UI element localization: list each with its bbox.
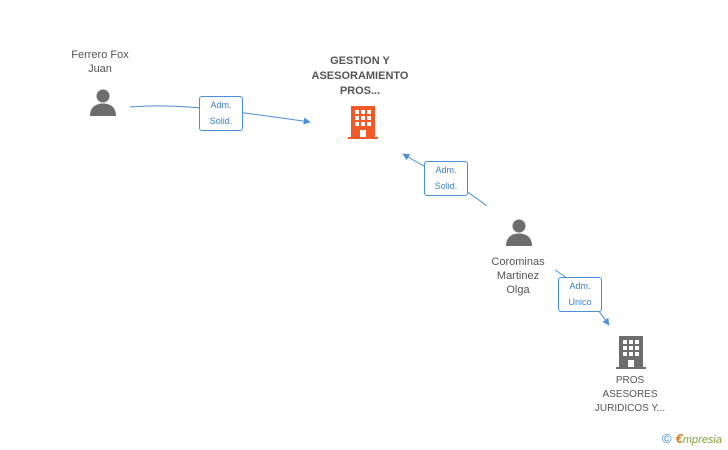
node-label-corominas: Corominas Martinez Olga	[491, 256, 545, 296]
edge-ferrero-to-gestion	[129, 105, 311, 125]
node-label-pros: PROS ASESORES JURIDICOS Y...	[594, 375, 666, 414]
copyright-symbol: ©	[662, 431, 672, 446]
person-icon[interactable]	[504, 217, 534, 247]
building-icon[interactable]	[614, 334, 648, 370]
edge-label-ferrero-gestion: Adm. Solid.	[199, 96, 243, 131]
brand-initial: €	[675, 431, 683, 446]
person-icon[interactable]	[88, 87, 118, 117]
brand-name: mpresia	[682, 434, 722, 446]
empresia-logo: ©€mpresia	[662, 431, 722, 446]
edge-label-corominas-gestion: Adm. Solid.	[424, 161, 468, 196]
edge-label-corominas-pros: Adm. Unico	[558, 277, 602, 312]
building-icon[interactable]	[346, 104, 380, 140]
node-label-ferrero: Ferrero Fox Juan	[71, 49, 129, 75]
node-label-gestion: GESTION Y ASESORAMIENTO PROS...	[311, 55, 409, 97]
